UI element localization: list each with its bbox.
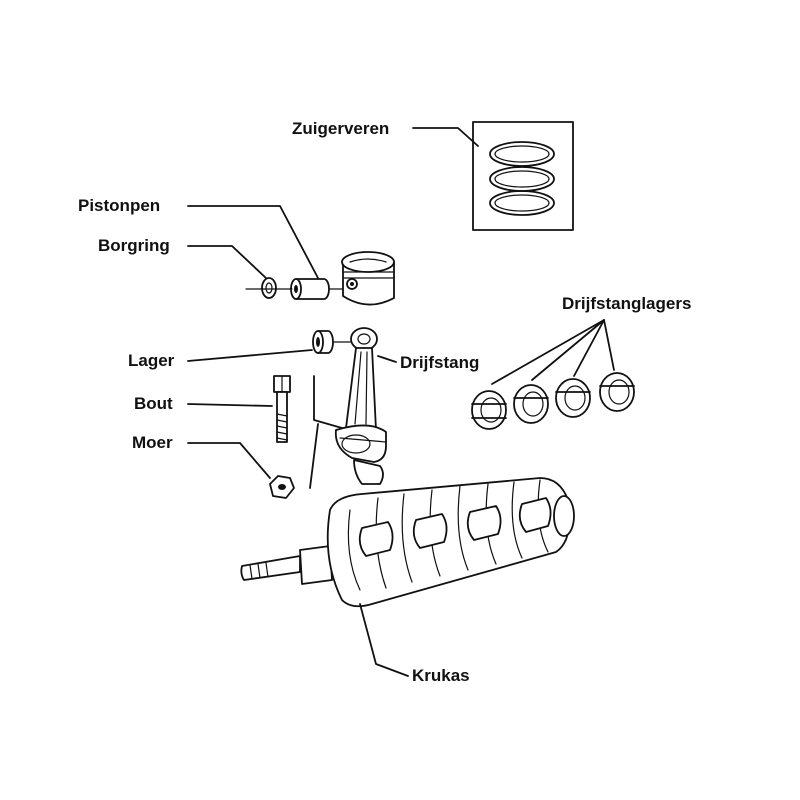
connecting-rod-illustration bbox=[334, 327, 387, 485]
rod-bearing-shell-1 bbox=[471, 390, 507, 430]
piston-ring-1 bbox=[489, 141, 555, 167]
label-pistonpen: Pistonpen bbox=[78, 196, 161, 215]
circlip-illustration bbox=[261, 277, 277, 299]
leader-borgring bbox=[187, 245, 267, 279]
rod-bearing-shell-3 bbox=[555, 378, 591, 418]
leader-moer bbox=[187, 442, 271, 479]
nut-illustration bbox=[269, 475, 295, 499]
piston-rings-frame bbox=[472, 121, 574, 231]
crankshaft-illustration bbox=[240, 477, 575, 608]
label-lager: Lager bbox=[128, 351, 175, 370]
leader-pistonpen bbox=[187, 205, 319, 279]
rod-bearing-shell-4 bbox=[599, 372, 635, 412]
small-end-bearing-illustration bbox=[312, 330, 334, 354]
label-drijfstang: Drijfstang bbox=[400, 353, 480, 372]
piston-ring-3 bbox=[489, 190, 555, 216]
assembly-bracket-upper bbox=[313, 375, 343, 429]
piston-rings-illustration bbox=[472, 121, 574, 231]
rod-bearing-shell-2 bbox=[513, 384, 549, 424]
leader-drijfstang bbox=[377, 355, 397, 363]
leader-zuigerveren bbox=[412, 127, 479, 147]
assembly-bracket-lower bbox=[309, 423, 319, 489]
piston-illustration bbox=[341, 251, 395, 306]
bolt-illustration bbox=[273, 375, 291, 443]
leader-bout bbox=[187, 403, 273, 407]
label-borgring: Borgring bbox=[98, 236, 170, 255]
leader-lager bbox=[187, 349, 313, 362]
leader-drijfstanglagers bbox=[491, 319, 615, 385]
label-drijfstanglagers: Drijfstanglagers bbox=[562, 294, 692, 313]
label-moer: Moer bbox=[132, 433, 173, 452]
label-bout: Bout bbox=[134, 394, 173, 413]
label-krukas: Krukas bbox=[412, 666, 470, 685]
leader-krukas bbox=[359, 603, 409, 677]
piston-pin-illustration bbox=[290, 278, 330, 300]
label-zuigerveren: Zuigerveren bbox=[292, 119, 390, 138]
